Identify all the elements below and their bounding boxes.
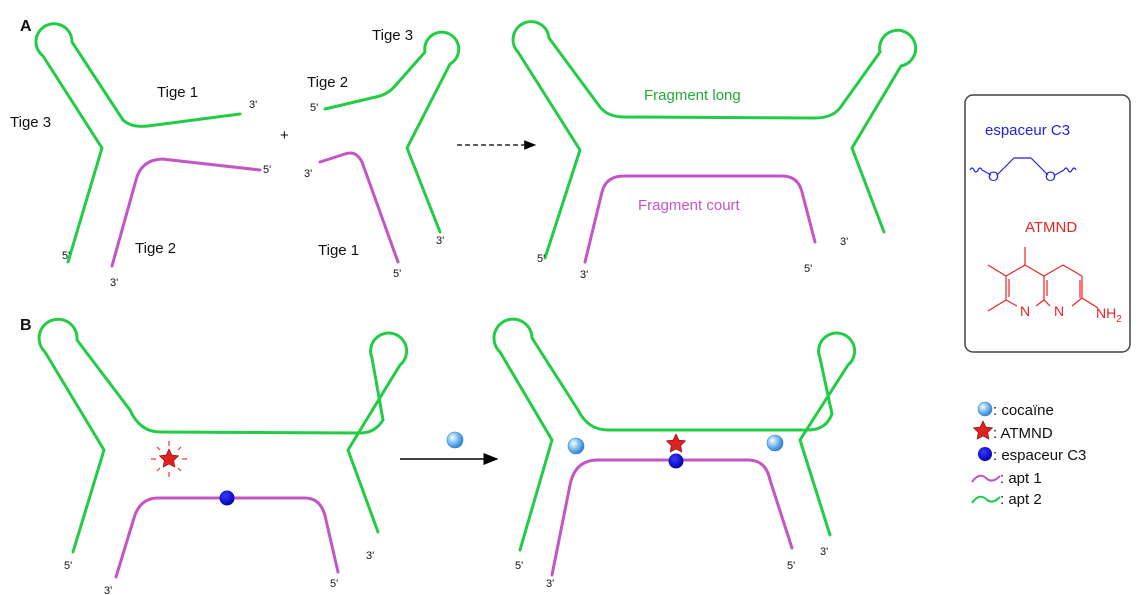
atmnd-star-fluorescent xyxy=(151,441,187,477)
cocaine-bound xyxy=(567,437,585,455)
panel-a-left-junction: Tige 1 Tige 3 Tige 2 3' 5' 5' 3' xyxy=(10,22,271,289)
legend-item-spacer: : espaceur C3 xyxy=(978,447,1086,464)
apt1-legend-icon xyxy=(971,474,1001,483)
spacer-legend-icon xyxy=(978,447,992,461)
end-label: 3' xyxy=(366,550,374,562)
left-green-strand xyxy=(34,22,242,264)
atmnd-nitrogen: N xyxy=(1020,303,1030,319)
legend-item-atmnd: : ATMND xyxy=(972,420,1053,442)
left-purple-strand xyxy=(110,157,262,268)
apt2-strand xyxy=(492,317,857,552)
cocaine-bound xyxy=(766,434,784,452)
spacer-c3-dot xyxy=(668,453,684,469)
end-label: 3' xyxy=(436,235,444,247)
spacer-oxygen: O xyxy=(988,168,999,184)
cocaine-legend-icon xyxy=(977,401,993,417)
end-label: 5' xyxy=(330,578,338,590)
panel-a-label: A xyxy=(20,18,32,35)
end-label: 3' xyxy=(304,168,312,180)
atmnd-amine: NH2 xyxy=(1096,305,1122,325)
spacer-title: espaceur C3 xyxy=(985,122,1070,139)
legend-item-apt1: : apt 1 xyxy=(971,470,1042,487)
legend-item-cocaine: : cocaïne xyxy=(977,401,1054,419)
apt2-legend-icon xyxy=(971,495,1001,504)
legend-cocaine-label: : cocaïne xyxy=(993,402,1054,419)
end-label: 5' xyxy=(537,253,545,265)
legend-apt2-label: : apt 2 xyxy=(1000,491,1042,508)
end-label: 5' xyxy=(64,560,72,572)
end-label: 3' xyxy=(249,99,257,111)
left-stem1-label: Tige 1 xyxy=(157,84,198,101)
end-label: 3' xyxy=(104,585,112,595)
legend-spacer-label: : espaceur C3 xyxy=(993,447,1086,464)
inset-box: espaceur C3 O O ATMND xyxy=(964,94,1131,353)
end-label: 3' xyxy=(820,546,828,558)
long-fragment-strand xyxy=(511,20,918,260)
end-label: 3' xyxy=(580,269,588,281)
atmnd-structure xyxy=(987,247,1099,312)
left-stem2-label: Tige 2 xyxy=(135,240,176,257)
legend: : cocaïne : ATMND : espaceur C3 : apt 1 … xyxy=(971,401,1086,508)
atmnd-title: ATMND xyxy=(1025,219,1077,236)
nh-text: NH xyxy=(1096,305,1116,321)
panel-b-label: B xyxy=(20,317,32,334)
apt2-strand xyxy=(37,317,409,554)
end-label: 5' xyxy=(515,560,523,572)
end-label: 3' xyxy=(546,578,554,590)
legend-atmnd-label: : ATMND xyxy=(993,425,1053,442)
nh-subscript: 2 xyxy=(1116,314,1122,325)
star-legend-icon xyxy=(972,420,994,440)
end-label: 5' xyxy=(310,102,318,114)
end-label: 5' xyxy=(804,263,812,275)
left-stem3-label: Tige 3 xyxy=(10,114,51,131)
panel-a-right-junction: Tige 3 Tige 2 Tige 1 5' 3' 3' 5' xyxy=(304,27,461,280)
right-green-strand xyxy=(323,30,461,234)
right-stem3-label: Tige 3 xyxy=(372,27,413,44)
plus-sign: + xyxy=(280,127,289,144)
atmnd-star xyxy=(665,433,687,453)
atmnd-nitrogen: N xyxy=(1054,303,1064,319)
spacer-structure xyxy=(969,157,1077,176)
apt1-strand xyxy=(550,458,794,577)
right-stem2-label: Tige 2 xyxy=(307,74,348,91)
legend-item-apt2: : apt 2 xyxy=(971,491,1042,508)
spacer-oxygen: O xyxy=(1045,168,1056,184)
spacer-c3-dot xyxy=(219,490,235,506)
short-fragment-strand xyxy=(583,174,817,264)
right-stem1-label: Tige 1 xyxy=(318,242,359,259)
panel-a-assembled: Fragment long Fragment court 5' 3' 5' 3' xyxy=(511,20,918,281)
end-label: 5' xyxy=(263,164,271,176)
cocaine-molecule xyxy=(446,431,464,449)
right-purple-strand xyxy=(318,151,400,264)
end-label: 3' xyxy=(840,236,848,248)
panel-b-left-structure: 5' 3' 5' 3' xyxy=(37,317,409,595)
end-label: 5' xyxy=(393,268,401,280)
panel-b-right-structure: 5' 3' 5' 3' xyxy=(492,317,857,590)
short-fragment-label: Fragment court xyxy=(638,197,741,214)
legend-apt1-label: : apt 1 xyxy=(1000,470,1042,487)
apt1-strand xyxy=(114,496,340,579)
end-label: 5' xyxy=(787,560,795,572)
long-fragment-label: Fragment long xyxy=(644,87,741,104)
end-label: 3' xyxy=(110,277,118,289)
end-label: 5' xyxy=(62,250,70,262)
